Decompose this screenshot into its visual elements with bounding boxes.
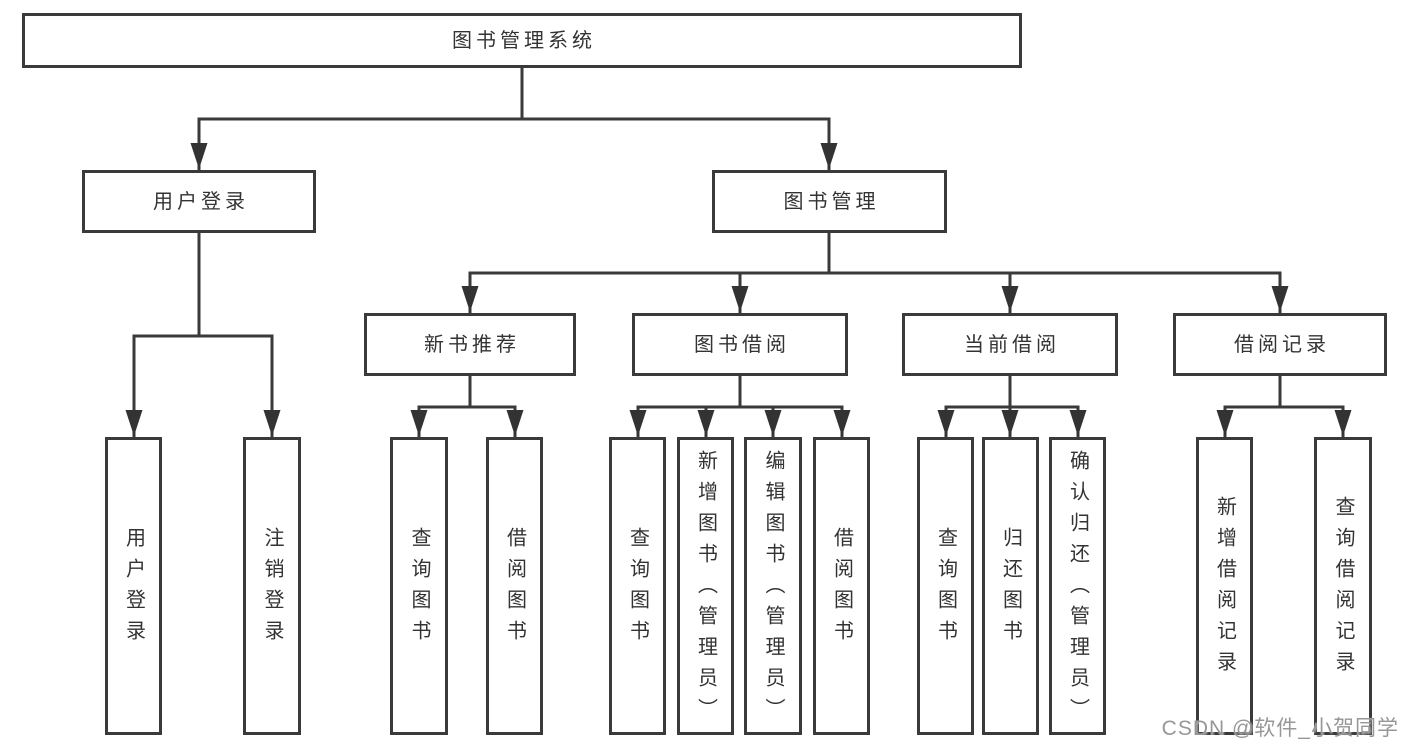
node-borrow-record-label: 借阅记录 <box>1234 333 1330 356</box>
leaf-cb-confirm-return-admin-label: 确认归还（管理员） <box>1066 449 1089 729</box>
node-book-borrow: 图书借阅 <box>632 313 848 376</box>
watermark: CSDN @软件_小贺同学 <box>1161 717 1399 740</box>
leaf-logout: 注销登录 <box>243 437 301 735</box>
leaf-bb-query-book: 查询图书 <box>609 437 666 735</box>
leaf-cb-query-book-label: 查询图书 <box>934 527 957 651</box>
leaf-logout-label: 注销登录 <box>261 527 283 651</box>
leaf-br-query-record-label: 查询借阅记录 <box>1332 496 1354 682</box>
leaf-user-login-label: 用户登录 <box>122 527 145 651</box>
node-book-management-label: 图书管理 <box>783 190 880 213</box>
leaf-bb-edit-book-admin: 编辑图书（管理员） <box>744 437 802 735</box>
leaf-cb-query-book: 查询图书 <box>917 437 974 735</box>
node-current-borrow: 当前借阅 <box>902 313 1118 376</box>
leaf-bb-edit-book-admin-label: 编辑图书（管理员） <box>762 449 784 729</box>
node-root: 图书管理系统 <box>22 13 1022 68</box>
leaf-cb-return-book-label: 归还图书 <box>999 527 1022 651</box>
node-user-login: 用户登录 <box>82 170 316 233</box>
leaf-bb-add-book-admin: 新增图书（管理员） <box>677 437 734 735</box>
node-book-borrow-label: 图书借阅 <box>694 333 790 356</box>
node-new-book-recommend: 新书推荐 <box>364 313 576 376</box>
leaf-nbr-query-book-label: 查询图书 <box>408 527 430 651</box>
leaf-cb-confirm-return-admin: 确认归还（管理员） <box>1049 437 1106 735</box>
leaf-bb-borrow-book: 借阅图书 <box>813 437 870 735</box>
arrowhead-icons <box>125 143 1352 436</box>
leaf-br-add-record: 新增借阅记录 <box>1196 437 1253 735</box>
leaf-bb-borrow-book-label: 借阅图书 <box>830 527 853 651</box>
leaf-bb-add-book-admin-label: 新增图书（管理员） <box>694 449 717 729</box>
leaf-cb-return-book: 归还图书 <box>982 437 1039 735</box>
node-new-book-recommend-label: 新书推荐 <box>424 333 520 356</box>
leaf-nbr-query-book: 查询图书 <box>390 437 448 735</box>
leaf-user-login: 用户登录 <box>105 437 162 735</box>
node-borrow-record: 借阅记录 <box>1173 313 1387 376</box>
leaf-bb-query-book-label: 查询图书 <box>626 527 649 651</box>
leaf-br-query-record: 查询借阅记录 <box>1314 437 1372 735</box>
node-root-label: 图书管理系统 <box>452 29 596 52</box>
leaf-br-add-record-label: 新增借阅记录 <box>1213 496 1236 682</box>
node-user-login-label: 用户登录 <box>153 190 249 213</box>
leaf-nbr-borrow-book-label: 借阅图书 <box>503 527 526 651</box>
node-book-management: 图书管理 <box>712 170 947 233</box>
leaf-nbr-borrow-book: 借阅图书 <box>486 437 543 735</box>
node-current-borrow-label: 当前借阅 <box>964 333 1060 356</box>
